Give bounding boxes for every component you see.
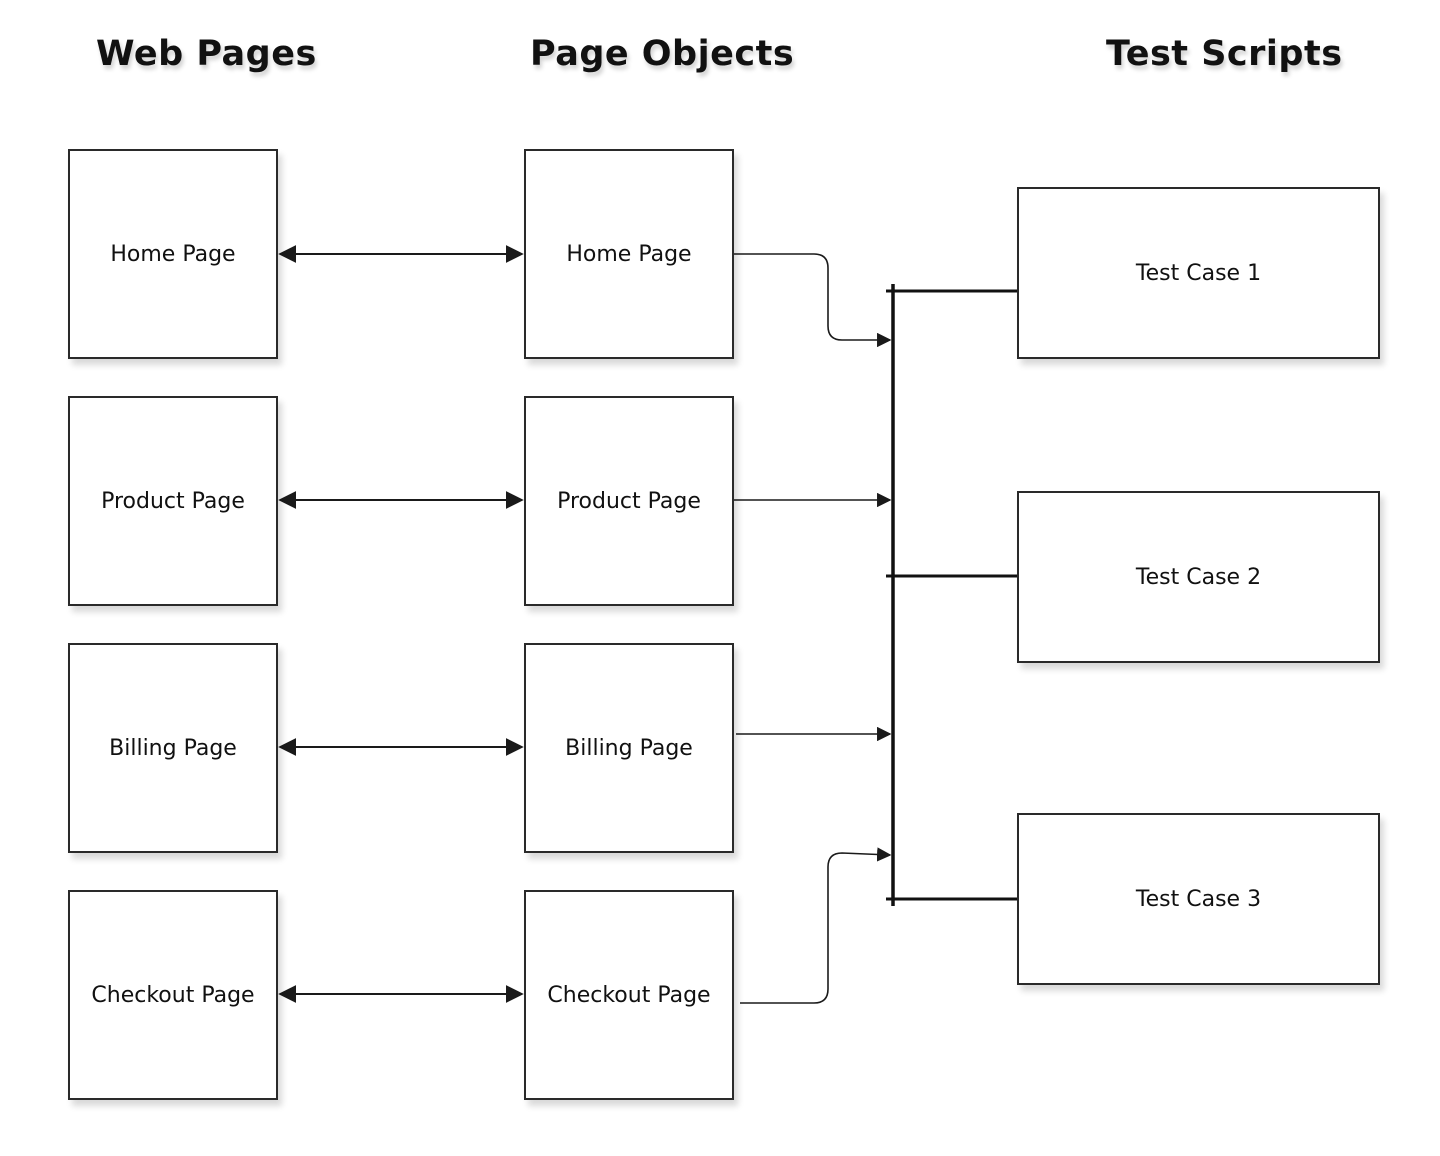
test-case-box-1: Test Case 1 [1017, 187, 1380, 359]
test-case-label: Test Case 3 [1135, 886, 1262, 912]
web-page-box-billing: Billing Page [68, 643, 278, 853]
web-page-box-product: Product Page [68, 396, 278, 606]
page-objects-title: Page Objects [530, 34, 795, 74]
page-object-label: Billing Page [565, 735, 693, 761]
test-case-label: Test Case 1 [1135, 260, 1262, 286]
web-page-label: Checkout Page [91, 982, 255, 1008]
page-object-box-billing: Billing Page [524, 643, 734, 853]
page-object-box-checkout: Checkout Page [524, 890, 734, 1100]
page-object-label: Checkout Page [547, 982, 711, 1008]
web-page-label: Billing Page [109, 735, 237, 761]
web-pages-title: Web Pages [96, 34, 317, 74]
page-object-label: Product Page [557, 488, 701, 514]
test-scripts-title: Test Scripts [1106, 34, 1343, 74]
test-case-label: Test Case 2 [1135, 564, 1262, 590]
page-object-box-product: Product Page [524, 396, 734, 606]
page-object-label: Home Page [566, 241, 692, 267]
test-case-box-3: Test Case 3 [1017, 813, 1380, 985]
home-object-to-bus [734, 253, 892, 348]
test-case-box-2: Test Case 2 [1017, 491, 1380, 663]
web-page-label: Product Page [101, 488, 245, 514]
web-page-box-home: Home Page [68, 149, 278, 359]
web-page-label: Home Page [110, 241, 236, 267]
web-page-box-checkout: Checkout Page [68, 890, 278, 1100]
page-object-box-home: Home Page [524, 149, 734, 359]
checkout-object-to-bus [740, 847, 892, 1004]
